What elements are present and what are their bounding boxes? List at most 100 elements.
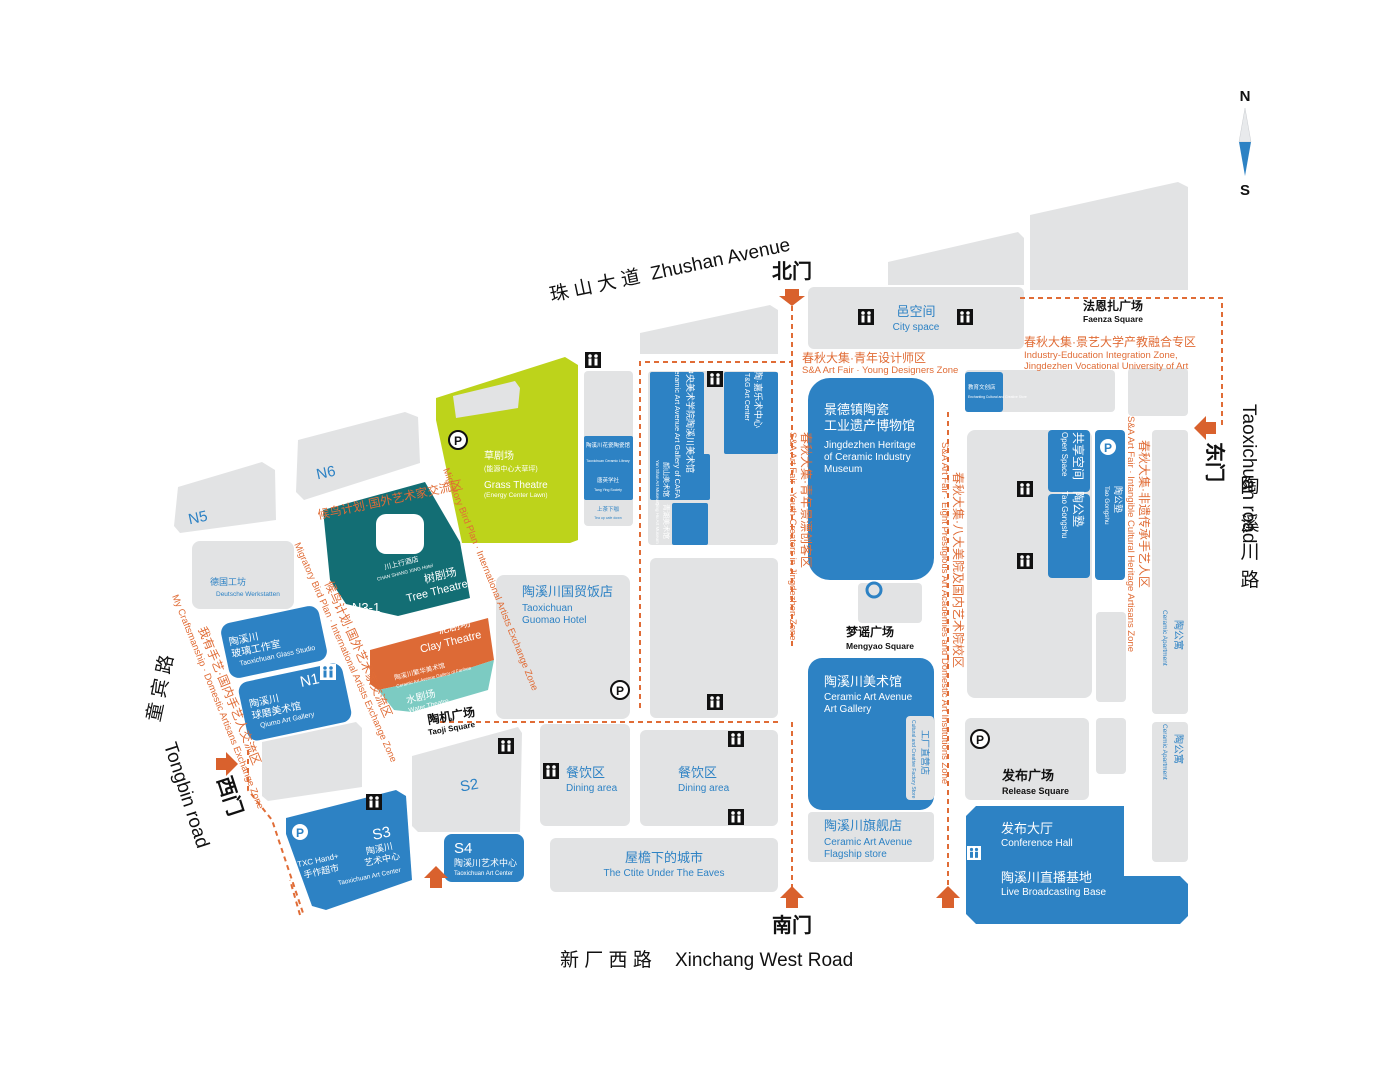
huaci-en: Taoxichuan Ceramic Library	[586, 459, 630, 463]
release-arrow	[936, 886, 960, 908]
parking-icon: P	[448, 430, 468, 450]
grass-theatre-cutout	[453, 381, 520, 418]
open-en: Open Space	[1060, 432, 1069, 477]
venue-labels: 邑空间 City space 法恩扎广场 Faenza Square 景德镇陶瓷…	[210, 298, 1185, 898]
taogong2-shape	[1095, 430, 1125, 580]
block-city-space	[808, 287, 1024, 349]
gallery-en-1: Ceramic Art Avenue	[824, 692, 913, 703]
deutsche-cn: 德国工坊	[210, 576, 246, 587]
apartment2-cn: 陶公寓	[1172, 734, 1185, 764]
gallery-en-2: Art Gallery	[824, 704, 871, 715]
tg-cn: 陶·嘉乐术中心	[753, 371, 764, 428]
qinghu-cn: 青湖美术馆	[662, 504, 671, 539]
dining-en: Dining area	[566, 783, 618, 794]
zone-eight-cn: 春秋大集·八大美院及国内艺术院校区	[951, 472, 966, 668]
east-gate-arrow	[1194, 416, 1216, 440]
compass-south-needle	[1239, 142, 1251, 176]
restroom-icon	[585, 352, 601, 368]
restroom-icon	[320, 664, 336, 680]
grass-cn: 草剧场	[484, 449, 514, 462]
restroom-icon	[858, 309, 874, 325]
block-guomao	[496, 575, 630, 719]
museum-shape	[808, 378, 934, 580]
qiumo-gallery-shape	[238, 663, 352, 741]
mengyao-en: Mengyao Square	[846, 641, 914, 651]
restroom-icons	[320, 309, 1033, 860]
colored-venues	[221, 357, 1188, 924]
apartment-en: Ceramic Apartment	[1161, 610, 1168, 666]
city-space-cn: 邑空间	[896, 304, 935, 319]
faenza-en: Faenza Square	[1083, 314, 1143, 324]
restroom-icon	[728, 809, 744, 825]
block-deutsche	[192, 541, 294, 609]
museum-cn-1: 景德镇陶瓷	[824, 402, 889, 417]
guomao-cn: 陶溪川国贸饭店	[522, 584, 613, 599]
zone-youth-cn: 春秋大集·青年景漂创客区	[799, 432, 814, 568]
tangying-en: Tang Ying Society	[594, 488, 622, 492]
parking-icon: P	[290, 822, 310, 842]
block-dining-1	[540, 724, 630, 826]
block-east-small	[1128, 368, 1188, 416]
gate-west: 西门	[212, 773, 247, 818]
block-dining-2	[640, 730, 778, 826]
parking-icons: P P P P P	[290, 430, 1118, 842]
road-south-cn: 新 厂 西 路	[560, 949, 652, 971]
block-release	[965, 718, 1089, 800]
restroom-icon	[1017, 553, 1033, 569]
block-apartment-2	[1152, 722, 1188, 862]
tg-art-center-shape	[724, 372, 778, 454]
dining-cn: 餐饮区	[566, 765, 605, 780]
s3-art-center-shape	[286, 790, 412, 910]
compass-north: N	[1240, 88, 1251, 105]
parking-icon: P	[610, 680, 630, 700]
taogong-shape	[1048, 494, 1090, 578]
svg-text:P: P	[454, 434, 462, 448]
road-east-cn-4: 路	[1240, 569, 1259, 591]
topcafe-cn: 上茶下咖	[597, 505, 620, 513]
topcafe-en: Tea up cafe down	[594, 516, 621, 520]
road-north-en: Zhushan Avenue	[649, 235, 793, 285]
flagship-en-2: Flagship store	[824, 849, 887, 860]
qinghu-shape	[672, 503, 708, 545]
yanshan-shape	[672, 454, 710, 500]
qinghu-en: Qing Hu Art Museum	[655, 502, 660, 544]
hotel-icon-square	[376, 514, 424, 554]
museum-en-3: Museum	[824, 464, 862, 475]
south-gate-arrow	[780, 886, 804, 908]
clay-theatre-shape	[370, 618, 494, 690]
gate-east: 东门	[1203, 442, 1227, 482]
release-en: Release Square	[1002, 786, 1069, 796]
zone-young-cn: 春秋大集·青年设计师区	[802, 350, 926, 365]
north-gate-arrow	[779, 289, 805, 306]
restroom-icon	[967, 846, 981, 860]
release-cn: 发布广场	[1001, 768, 1054, 783]
block-N5	[174, 462, 276, 533]
huaci-shape	[584, 436, 633, 500]
zone-industry-cn: 春秋大集·景艺大学产教融合专区	[1024, 334, 1196, 349]
block-north-east-2	[888, 232, 1024, 285]
gallery-cutout	[906, 716, 934, 800]
zone-heritage-en: S&A Art Fair · Intangible Cultural Herit…	[1125, 416, 1136, 652]
compass-south: S	[1240, 182, 1250, 199]
west-gate-arrow	[216, 752, 238, 776]
open-cn: 共享空间	[1071, 432, 1086, 480]
block-N1-left	[262, 722, 362, 801]
conf-cn: 发布大厅	[1001, 821, 1053, 836]
deutsche-en: Deutsche Werkstatten	[216, 591, 280, 598]
svg-text:P: P	[296, 826, 304, 840]
apartment2-en: Ceramic Apartment	[1161, 724, 1168, 780]
block-north-east-large	[1030, 182, 1188, 290]
block-east-col	[1096, 612, 1126, 702]
restroom-icon	[728, 731, 744, 747]
dining2-en: Dining area	[678, 783, 730, 794]
block-id-N6: N6	[315, 463, 337, 484]
open-space-shape	[1048, 430, 1090, 492]
jiaoxue-cn: 教育文创店	[968, 383, 996, 391]
museum-en-1: Jingdezhen Heritage	[824, 440, 916, 451]
flagship-cn: 陶溪川旗舰店	[824, 818, 902, 833]
taogong-en: Tao Gongshu	[1060, 491, 1069, 539]
compass: N S	[1238, 88, 1252, 199]
cultural-shop-en: Cultural and Creative Factory Store	[910, 720, 916, 799]
gate-arrows	[216, 289, 1216, 908]
